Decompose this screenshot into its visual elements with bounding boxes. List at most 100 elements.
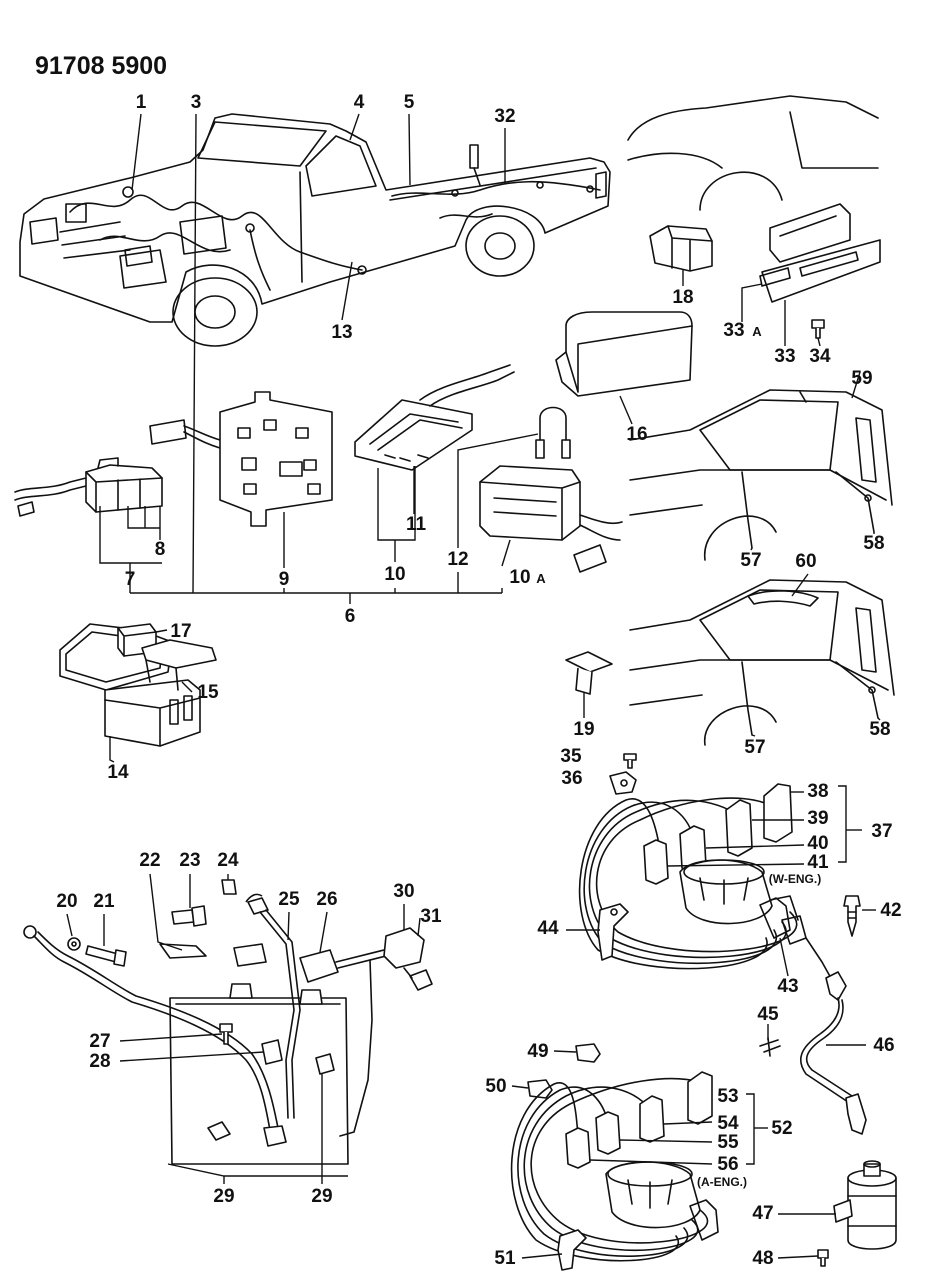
distributor-a-eng bbox=[605, 1161, 719, 1241]
callout-41: 41 bbox=[807, 852, 829, 873]
callout-5: 5 bbox=[404, 92, 415, 113]
junction-block-9 bbox=[149, 391, 333, 527]
callout-45: 45 bbox=[757, 1004, 779, 1025]
callout-10a-suffix: A bbox=[536, 571, 546, 586]
callout-12: 12 bbox=[447, 549, 468, 570]
callout-14: 14 bbox=[107, 762, 129, 783]
callout-16: 16 bbox=[626, 424, 647, 445]
bracket-44 bbox=[597, 903, 629, 961]
connector-10a-12 bbox=[479, 406, 623, 573]
clip-49 bbox=[575, 1043, 601, 1063]
callout-58-upper: 58 bbox=[863, 533, 884, 554]
main-wiring-harness bbox=[69, 186, 367, 291]
callout-10: 10 bbox=[384, 564, 405, 585]
bracket-22-bolt-23-nut-24 bbox=[159, 879, 263, 959]
callout-22: 22 bbox=[139, 850, 160, 871]
leader-lines-ignition-upper bbox=[566, 785, 876, 1046]
callout-4: 4 bbox=[354, 92, 365, 113]
callout-29-right: 29 bbox=[311, 1186, 332, 1207]
spark-plug-42 bbox=[843, 895, 861, 937]
note-a-eng: (A-ENG.) bbox=[697, 1175, 747, 1189]
diagram-code: 91708 5900 bbox=[35, 52, 167, 80]
callout-25: 25 bbox=[278, 889, 300, 910]
battery-cable-26 bbox=[299, 945, 405, 1137]
callout-10a: 10 bbox=[509, 567, 530, 588]
battery-cable-25 bbox=[233, 897, 301, 1119]
callout-59: 59 bbox=[851, 368, 872, 389]
callout-27: 27 bbox=[89, 1031, 110, 1052]
bracket-19 bbox=[565, 651, 613, 695]
hatchback-rear-illustration-lower bbox=[629, 579, 895, 746]
callout-9: 9 bbox=[279, 569, 290, 590]
bolt-35 bbox=[623, 753, 637, 769]
callout-29-left: 29 bbox=[213, 1186, 234, 1207]
ignition-coil-47 bbox=[833, 1160, 897, 1250]
connector-30-31 bbox=[383, 927, 433, 991]
callout-47: 47 bbox=[752, 1203, 773, 1224]
callout-49: 49 bbox=[527, 1041, 548, 1062]
callout-1: 1 bbox=[136, 92, 147, 113]
bracket-15 bbox=[141, 639, 217, 691]
callout-37: 37 bbox=[871, 821, 892, 842]
callout-48: 48 bbox=[752, 1248, 773, 1269]
callout-30: 30 bbox=[393, 881, 414, 902]
spark-plug-cables-52 bbox=[510, 1071, 713, 1262]
pickup-truck-illustration bbox=[19, 113, 611, 347]
bracket-51 bbox=[557, 1229, 587, 1271]
callout-11: 11 bbox=[406, 514, 427, 535]
screw-48 bbox=[817, 1249, 829, 1267]
battery-tray bbox=[169, 983, 349, 1165]
callout-33: 33 bbox=[774, 346, 795, 367]
distributor-w-eng bbox=[679, 859, 807, 945]
callout-56: 56 bbox=[717, 1154, 738, 1175]
callout-54: 54 bbox=[717, 1113, 739, 1134]
connector-10-11 bbox=[354, 364, 515, 471]
callout-23: 23 bbox=[179, 850, 200, 871]
callout-53: 53 bbox=[717, 1086, 738, 1107]
callout-17: 17 bbox=[170, 621, 191, 642]
callout-20: 20 bbox=[56, 891, 77, 912]
callout-60: 60 bbox=[795, 551, 816, 572]
clip-36 bbox=[609, 771, 637, 795]
callout-40: 40 bbox=[807, 833, 828, 854]
callout-57-upper: 57 bbox=[740, 550, 761, 571]
leader-lines-ignition-lower bbox=[511, 1050, 836, 1259]
leader-lines-battery bbox=[66, 873, 421, 1184]
clip-45 bbox=[759, 1037, 781, 1057]
callout-34: 34 bbox=[809, 346, 831, 367]
callout-31: 31 bbox=[420, 906, 442, 927]
callout-35: 35 bbox=[560, 746, 582, 767]
callout-38: 38 bbox=[807, 781, 828, 802]
callout-44: 44 bbox=[537, 918, 559, 939]
callout-26: 26 bbox=[316, 889, 337, 910]
callout-3: 3 bbox=[191, 92, 202, 113]
callout-32: 32 bbox=[494, 106, 515, 127]
callout-13: 13 bbox=[331, 322, 352, 343]
clip-50 bbox=[527, 1079, 553, 1099]
callout-42: 42 bbox=[880, 900, 901, 921]
callout-21: 21 bbox=[93, 891, 115, 912]
relay-group-7-8 bbox=[14, 457, 163, 517]
callout-8: 8 bbox=[155, 539, 166, 560]
spark-plug-cables-37 bbox=[578, 783, 798, 970]
callout-52: 52 bbox=[771, 1118, 792, 1139]
callout-15: 15 bbox=[197, 682, 219, 703]
coil-wire-46 bbox=[799, 937, 867, 1135]
callout-51: 51 bbox=[494, 1248, 516, 1269]
bolt-34 bbox=[811, 319, 825, 339]
rear-wiring-harness bbox=[391, 144, 601, 219]
callout-58-lower: 58 bbox=[869, 719, 890, 740]
callout-39: 39 bbox=[807, 808, 828, 829]
bolt-21-washer-20 bbox=[67, 937, 127, 967]
callout-7: 7 bbox=[125, 569, 136, 590]
hatchback-interior-illustration bbox=[627, 95, 881, 303]
note-w-eng: (W-ENG.) bbox=[769, 872, 821, 886]
callout-55: 55 bbox=[717, 1132, 739, 1153]
fuse-box-14 bbox=[59, 623, 201, 747]
callout-50: 50 bbox=[485, 1076, 506, 1097]
callout-18: 18 bbox=[672, 287, 693, 308]
callout-57-lower: 57 bbox=[744, 737, 765, 758]
callout-6: 6 bbox=[345, 606, 356, 627]
callout-33a: 33 bbox=[723, 320, 744, 341]
